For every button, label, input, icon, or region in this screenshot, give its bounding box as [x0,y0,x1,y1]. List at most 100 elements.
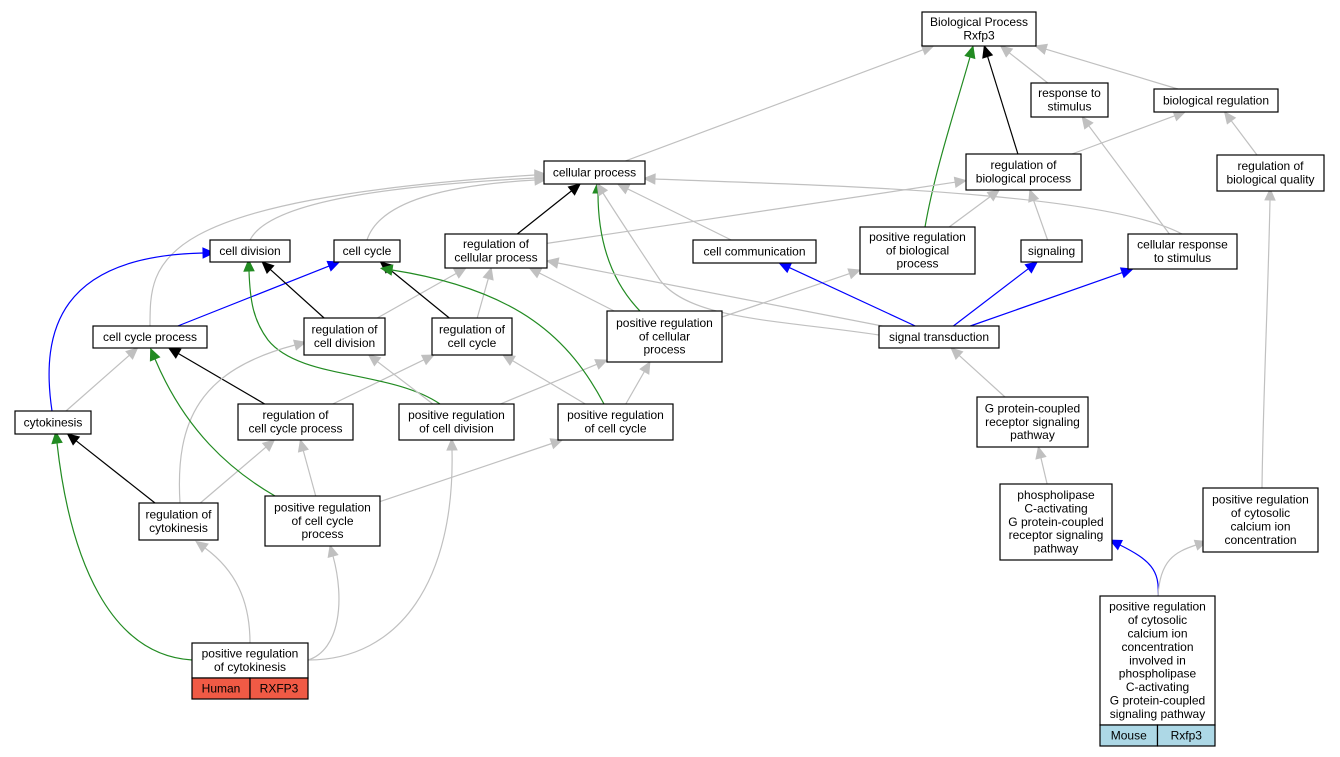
node-label-line: concentration [1121,640,1193,654]
node-label-line: pathway [1010,428,1055,442]
edge-line [388,268,450,319]
node-label-line: concentration [1224,533,1296,547]
edge-line [1261,199,1271,489]
arrowhead-icon [1034,43,1049,55]
go-term-node-cellcycle[interactable]: cell cycle [333,239,401,263]
arrowhead-icon [51,430,63,445]
edge-line [302,450,317,497]
gene-label: RXFP3 [260,682,299,696]
go-term-node-cytok[interactable]: cytokinesis [14,410,92,435]
go-term-node-signaling[interactable]: signaling [1020,239,1083,263]
go-term-node-cellproc[interactable]: cellular process [543,160,646,185]
arrowhead-icon [534,169,548,181]
go-term-node-cellcomm[interactable]: cell communication [692,239,817,264]
arrowhead-icon [964,45,976,60]
edge-line [149,174,536,327]
node-box [92,325,208,349]
node-box [921,11,1037,47]
node-label-line: biological regulation [1163,93,1269,107]
go-term-node-bioreg[interactable]: biological regulation [1153,88,1279,113]
node-label-line: Rxfp3 [963,29,995,43]
edge-regcp-to-cellproc [516,183,582,235]
node-label-line: cellular process [454,251,537,265]
edge-posregcytk-to-posregcd [307,437,458,661]
edge-line [1033,200,1049,241]
node-box [1099,595,1216,726]
node-box [209,239,291,263]
edge-line [625,49,924,162]
edge-line [958,354,1006,398]
edge-cellcycle-to-cellproc [366,174,548,241]
edge-line [65,354,130,412]
node-box [1153,88,1279,113]
node-label-line: positive regulation [202,647,299,661]
node-label-line: to stimulus [1154,251,1211,265]
edge-line [602,192,880,336]
edge-cellproc-to-bp [625,44,935,162]
edge-posregccp-to-ccp [149,347,276,497]
go-term-node-ccp[interactable]: cell cycle process [92,325,208,349]
arrowhead-icon [149,347,161,362]
edge-posregcd-to-regcd [367,354,434,405]
node-label-line: cytokinesis [149,521,208,535]
edge-line [654,178,1183,235]
node-label-line: of cytosolic [1128,613,1187,627]
go-term-node-celldiv[interactable]: cell division [209,239,291,263]
node-label-line: G protein-coupled [1110,694,1205,708]
arrowhead-icon [1264,187,1276,201]
edge-line [379,442,552,503]
arrowhead-icon [847,268,862,280]
node-label-line: of cell cycle [291,514,353,528]
arrowhead-icon [452,267,467,279]
node-label-line: regulation of [463,237,530,251]
arrowhead-icon [982,44,994,59]
arrowhead-icon [950,347,964,361]
node-box [237,403,354,441]
arrowhead-icon [545,257,560,269]
edge-posregbp-to-bp [924,45,976,228]
edge-regbp-to-bp [982,44,1019,155]
node-label-line: stimulus [1047,100,1091,114]
arrowhead-icon [501,354,516,366]
edge-line [48,252,204,412]
arrowhead-icon [1035,445,1047,460]
edge-line [987,56,1019,155]
edge-resp-to-bp [999,45,1049,84]
node-box [976,396,1089,448]
edge-line [1045,48,1179,90]
node-box [543,160,646,185]
node-label-line: calcium ion [1230,520,1290,534]
edge-sigtrans-to-cellproc [596,182,880,336]
arrowhead-icon [367,354,382,367]
edge-line [1088,125,1170,235]
edge-line [332,359,425,405]
edge-posregcc-to-cellcycle [379,264,605,405]
node-label-line: regulation of [1237,159,1304,173]
node-label-line: G protein-coupled [1008,515,1103,529]
edge-line [789,267,916,327]
go-term-node-sigtrans[interactable]: signal transduction [878,325,1000,349]
arrowhead-icon [1119,267,1134,279]
edge-sigtrans-to-signaling [953,261,1039,327]
